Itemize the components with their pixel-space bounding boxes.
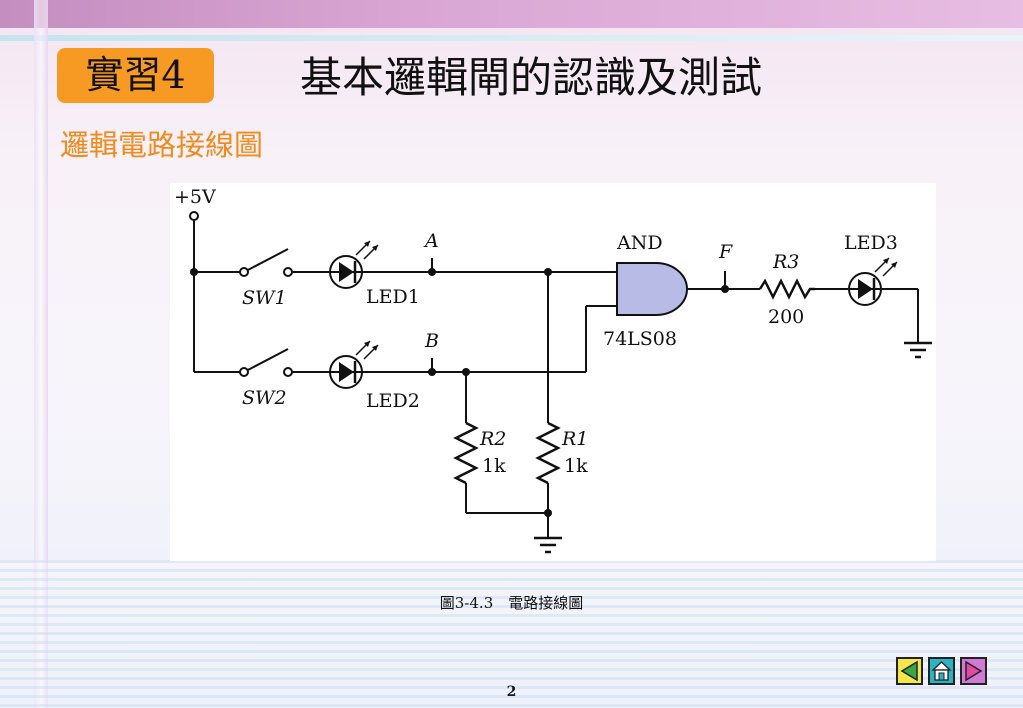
- switch-sw1-label: SW1: [242, 287, 287, 309]
- home-button[interactable]: [928, 657, 955, 685]
- circuit-diagram: +5V SW1 SW2 LED1: [174, 186, 932, 554]
- led2-symbol: [329, 340, 379, 389]
- page-number: 2: [506, 684, 517, 700]
- slide-subtitle: 邏輯電路接線圖: [60, 128, 264, 162]
- resistor-r1-value: 1k: [564, 455, 588, 477]
- supply-terminal: [189, 211, 199, 221]
- resistor-r2-value: 1k: [482, 455, 506, 477]
- ground-resistors: [534, 536, 562, 554]
- resistor-r1-name: R1: [561, 428, 588, 450]
- triangle-left-icon: [900, 660, 918, 682]
- led1-symbol: [329, 240, 379, 289]
- led3-symbol: [848, 257, 898, 306]
- resistor-r1: [535, 421, 561, 485]
- resistor-r3-name: R3: [772, 251, 799, 273]
- next-slide-button[interactable]: [960, 657, 987, 685]
- left-decor-strip: [34, 0, 48, 708]
- switch-sw2-label: SW2: [242, 387, 287, 409]
- gate-type-label: AND: [616, 232, 663, 254]
- figure-caption: 圖3-4.3 電路接線圖: [439, 594, 584, 612]
- supply-label: +5V: [174, 186, 216, 208]
- ground-output: [904, 341, 932, 359]
- previous-slide-button[interactable]: [896, 657, 923, 685]
- bottom-decor-stripes: [0, 560, 1023, 708]
- and-gate-symbol: [616, 262, 688, 316]
- switch-sw1: [239, 267, 293, 277]
- lab-number-badge: 實習4: [57, 48, 214, 103]
- slide-title: 基本邏輯閘的認識及測試: [300, 53, 763, 102]
- resistor-r2-name: R2: [479, 428, 506, 450]
- top-decor-line: [0, 35, 1023, 41]
- led3-label: LED3: [844, 232, 898, 254]
- resistor-r3-value: 200: [768, 306, 804, 328]
- circuit-diagram-panel: +5V SW1 SW2 LED1: [170, 183, 936, 561]
- home-icon: [931, 661, 952, 681]
- triangle-right-icon: [965, 660, 983, 682]
- resistor-r2: [453, 421, 479, 485]
- wires: [193, 219, 919, 538]
- led2-label: LED2: [366, 390, 420, 412]
- node-a-label: A: [423, 230, 439, 252]
- switch-sw2: [239, 367, 293, 377]
- gate-chip-label: 74LS08: [603, 328, 677, 350]
- led1-label: LED1: [366, 286, 420, 308]
- node-b-label: B: [424, 330, 439, 352]
- node-f-label: F: [718, 241, 733, 263]
- top-decor-band: [0, 0, 1023, 28]
- resistor-r3: [758, 278, 815, 300]
- junction-dots: [190, 268, 729, 517]
